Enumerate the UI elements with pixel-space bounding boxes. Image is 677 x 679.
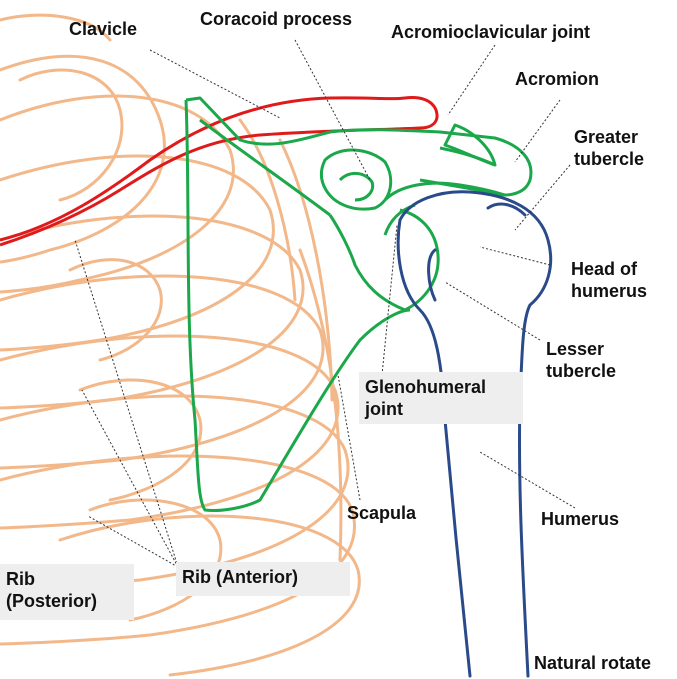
label-rib-posterior: Rib (Posterior)	[0, 564, 134, 620]
leader-lesser-tubercle	[444, 281, 541, 341]
leader-humerus	[479, 451, 576, 509]
leader-rib-anterior-2	[81, 389, 179, 568]
rib-cage	[0, 13, 361, 677]
rib-line	[88, 498, 223, 622]
label-scapula: Scapula	[347, 503, 417, 523]
label-greater-tubercle: Greater tubercle	[574, 127, 645, 169]
rib-line	[298, 248, 343, 562]
rib-line	[18, 68, 124, 202]
rib-line	[78, 378, 203, 502]
scapula-shape	[184, 96, 533, 512]
rib-line	[0, 154, 275, 352]
leader-rib-anterior-3	[87, 515, 179, 568]
leader-ac-joint	[447, 44, 496, 116]
caption-natural-rotate: Natural rotate	[534, 653, 652, 673]
leader-coracoid	[294, 39, 371, 181]
leader-lines	[74, 39, 576, 568]
leader-acromion	[514, 99, 561, 163]
label-lesser-tubercle: Lesser tubercle	[546, 339, 617, 381]
leader-clavicle	[149, 49, 281, 119]
rib-line	[68, 258, 163, 362]
rib-line	[0, 94, 235, 294]
label-glenohumeral-joint: Glenohumeral joint	[359, 372, 523, 424]
label-humerus: Humerus	[541, 509, 620, 529]
leader-head-humerus	[479, 246, 551, 266]
label-coracoid-process: Coracoid process	[200, 9, 353, 29]
leader-glenohumeral	[381, 224, 398, 376]
clavicle-shape	[0, 96, 439, 247]
leader-rib-anterior-1	[74, 239, 179, 568]
humerus-shape	[396, 190, 553, 678]
label-acromion: Acromion	[515, 69, 600, 89]
rib-line	[0, 13, 112, 42]
leader-scapula	[337, 374, 361, 501]
rib-line	[0, 334, 340, 530]
rib-line	[0, 214, 305, 410]
label-clavicle: Clavicle	[69, 19, 138, 39]
label-rib-anterior: Rib (Anterior)	[176, 562, 350, 596]
rib-line	[238, 118, 297, 302]
label-acromioclavicular-joint: Acromioclavicular joint	[391, 22, 591, 42]
leader-greater-tubercle	[514, 164, 571, 231]
label-head-of-humerus: Head of humerus	[571, 259, 648, 301]
rib-line	[58, 514, 361, 677]
